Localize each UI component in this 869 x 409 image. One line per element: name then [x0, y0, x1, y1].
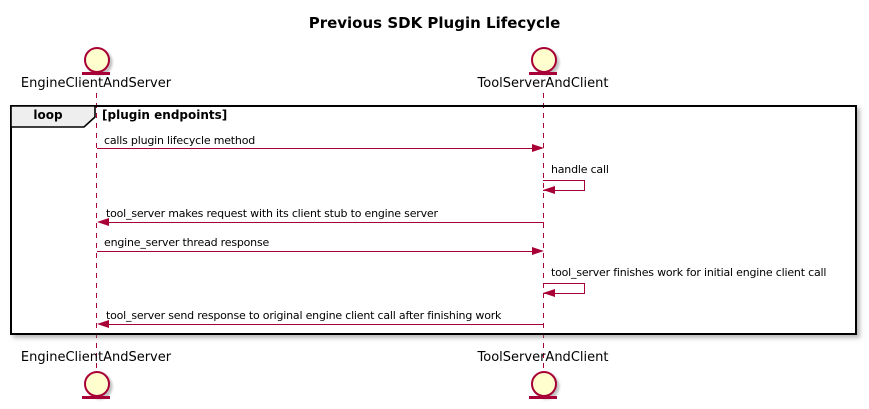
actor-label: ToolServerAndClient: [477, 76, 609, 91]
entity-underline: [82, 396, 110, 399]
diagram-title: Previous SDK Plugin Lifecycle: [308, 14, 561, 32]
message-arrow-line: [97, 148, 533, 150]
arrowhead-left-icon: [97, 320, 109, 328]
message-arrow-line: [108, 222, 544, 224]
arrowhead-left-icon: [543, 186, 555, 194]
loop-operator-label: loop: [33, 108, 63, 122]
message-label: tool_server send response to original en…: [106, 309, 502, 322]
arrowhead-right-icon: [532, 247, 544, 255]
self-message-loop: [543, 180, 585, 191]
message-label: handle call: [551, 163, 609, 176]
message-label: calls plugin lifecycle method: [104, 134, 256, 147]
message-arrow-line: [97, 251, 533, 253]
message-label: engine_server thread response: [104, 236, 270, 249]
loop-frame: [10, 105, 857, 335]
actor-label: EngineClientAndServer: [20, 350, 172, 365]
lifeline-tool: [543, 93, 544, 371]
loop-pentagon: [10, 105, 96, 128]
entity-underline: [529, 396, 557, 399]
lifeline-engine: [96, 93, 97, 371]
arrowhead-left-icon: [543, 289, 555, 297]
actor-label: ToolServerAndClient: [477, 350, 609, 365]
message-label: tool_server finishes work for initial en…: [551, 266, 827, 279]
entity-underline: [529, 72, 557, 75]
entity-icon: [531, 371, 557, 397]
entity-icon: [531, 47, 557, 73]
self-message-loop: [543, 283, 585, 294]
entity-underline: [82, 72, 110, 75]
message-label: tool_server makes request with its clien…: [106, 207, 438, 220]
arrowhead-left-icon: [97, 218, 109, 226]
loop-condition-label: [plugin endpoints]: [102, 108, 228, 122]
message-arrow-line: [108, 324, 544, 326]
actor-label: EngineClientAndServer: [20, 76, 172, 91]
entity-icon: [84, 47, 110, 73]
entity-icon: [84, 371, 110, 397]
arrowhead-right-icon: [532, 144, 544, 152]
